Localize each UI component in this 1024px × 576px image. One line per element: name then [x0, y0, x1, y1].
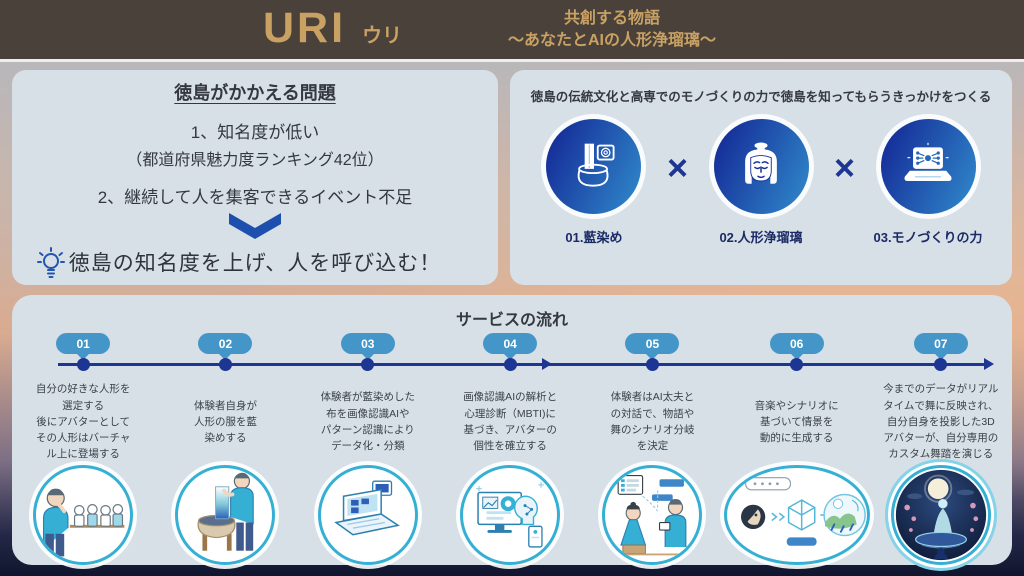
app-title: URI ウリ [263, 4, 402, 53]
step-description: 体験者自身が 人形の服を藍 染めする [193, 399, 257, 445]
step-number-badge: 06 [769, 333, 824, 354]
goal-row: 徳島の知名度を上げ、人を呼び込む！ [12, 247, 498, 278]
step-description: 体験者はAI太夫と の対話で、物語や 舞のシナリオ分岐 を決定 [610, 391, 695, 453]
flow-step-3: 03 体験者が藍染めした 布を画像認識AIや パターン認識により データ化・分類 [297, 333, 439, 565]
slide-subtitle: 共創する物語 〜あなたとAIの人形浄瑠璃〜 [437, 8, 787, 53]
step-description: 今までのデータがリアル タイムで舞に反映され、 自分自身を投影した3D アバター… [883, 383, 999, 461]
multiply-icon: × [834, 147, 856, 188]
badge-pointer [790, 354, 803, 360]
choose-puppet-illustration [33, 465, 134, 565]
badge-pointer [219, 354, 232, 360]
step-description: 体験者が藍染めした 布を画像認識AIや パターン認識により データ化・分類 [320, 391, 416, 453]
solution-item-monodukuri: 03.モノづくりの力 [864, 119, 992, 246]
subtitle-line2: 〜あなたとAIの人形浄瑠璃〜 [507, 32, 716, 50]
scene-generation-illustration [723, 465, 870, 565]
title-text: URI [263, 4, 347, 52]
flow-step-2: 02 体験者自身が 人形の服を藍 染めする [154, 333, 296, 565]
step-number-badge: 02 [198, 333, 253, 354]
solution-item-label: 03.モノづくりの力 [873, 230, 983, 245]
problem-item-1: 1、知名度が低い [190, 123, 320, 142]
badge-pointer [504, 354, 517, 360]
header-bar: URI ウリ 共創する物語 〜あなたとAIの人形浄瑠璃〜 [0, 0, 1024, 62]
flow-step-7: 07 今までのデータがリアル タイムで舞に反映され、 自分自身を投影した3D ア… [870, 333, 1012, 565]
night-performance-illustration [890, 465, 991, 565]
lightbulb-icon [36, 247, 66, 286]
badge-pointer [646, 354, 659, 360]
flow-step-4: 04 画像認識AIの解析と 心理診断（MBTI)に 基づき、アバターの 個性を確… [439, 333, 581, 565]
timeline-dot [645, 358, 659, 371]
step-description: 画像認識AIの解析と 心理診断（MBTI)に 基づき、アバターの 個性を確立する [463, 391, 558, 453]
puppet-icon [713, 119, 809, 214]
timeline-arrow-icon [542, 358, 552, 370]
badge-pointer [361, 354, 374, 360]
problem-title: 徳島がかかえる問題 [174, 83, 336, 103]
subtitle-line1: 共創する物語 [563, 10, 660, 27]
step-number-badge: 05 [625, 333, 680, 354]
step-description: 音楽やシナリオに 基づいて情景を 動的に生成する [754, 399, 839, 445]
flow-steps-row: 01 自分の好きな人形を 選定する 後にアバターとして その人形はバーチャ ル上… [12, 333, 1012, 565]
scan-laptop-illustration [317, 465, 418, 565]
flow-step-1: 01 自分の好きな人形を 選定する 後にアバターとして その人形はバーチャ ル上… [12, 333, 154, 565]
timeline-dot [361, 358, 375, 371]
problem-item-1-note: （都道府県魅力度ランキング42位） [126, 152, 384, 169]
step-description: 自分の好きな人形を 選定する 後にアバターとして その人形はバーチャ ル上に登場… [35, 383, 131, 461]
goal-text: 徳島の知名度を上げ、人を呼び込む！ [68, 252, 442, 275]
timeline-arrow-icon [984, 358, 994, 370]
solution-title: 徳島の伝統文化と高専でのモノづくりの力で徳島を知ってもらうきっかけをつくる [530, 90, 992, 104]
timeline-dot [76, 358, 90, 371]
flow-step-5: 05 体験者はAI太夫と の対話で、物語や 舞のシナリオ分岐 を決定 [581, 333, 723, 565]
title-kana: ウリ [362, 25, 403, 47]
badge-pointer [934, 354, 947, 360]
ai-dialogue-illustration [602, 465, 703, 565]
indigo-dye-icon [546, 119, 642, 214]
service-flow-panel: サービスの流れ 01 自分の好きな人形を 選定する 後にアバターとして その人形… [12, 295, 1012, 565]
solution-panel: 徳島の伝統文化と高専でのモノづくりの力で徳島を知ってもらうきっかけをつくる 01… [510, 70, 1012, 285]
ai-analysis-illustration [460, 465, 561, 565]
multiply-icon: × [666, 147, 688, 188]
solution-items-row: 01.藍染め × [510, 119, 1012, 246]
timeline-dot [934, 358, 948, 371]
badge-pointer [77, 354, 90, 360]
chevron-down-icon [229, 213, 281, 244]
step-number-badge: 01 [56, 333, 111, 354]
solution-item-label: 01.藍染め [565, 230, 623, 245]
solution-item-indigo: 01.藍染め [530, 119, 658, 246]
step-number-badge: 03 [340, 333, 395, 354]
flow-step-6: 06 音楽やシナリオに 基づいて情景を 動的に生成する [723, 333, 870, 565]
solution-item-puppet: 02.人形浄瑠璃 [697, 119, 825, 246]
timeline-dot [503, 358, 517, 371]
step-number-badge: 04 [483, 333, 538, 354]
timeline-dot [218, 358, 232, 371]
timeline-dot [790, 358, 804, 371]
problem-item-2: 2、継続して人を集客できるイベント不足 [97, 188, 413, 207]
flow-title: サービスの流れ [455, 312, 568, 329]
timeline [58, 363, 986, 366]
laptop-circuit-icon [880, 119, 976, 214]
indigo-dyeing-illustration [175, 465, 276, 565]
step-number-badge: 07 [913, 333, 968, 354]
solution-item-label: 02.人形浄瑠璃 [719, 230, 803, 245]
problem-panel: 徳島がかかえる問題 1、知名度が低い （都道府県魅力度ランキング42位） 2、継… [12, 70, 498, 285]
